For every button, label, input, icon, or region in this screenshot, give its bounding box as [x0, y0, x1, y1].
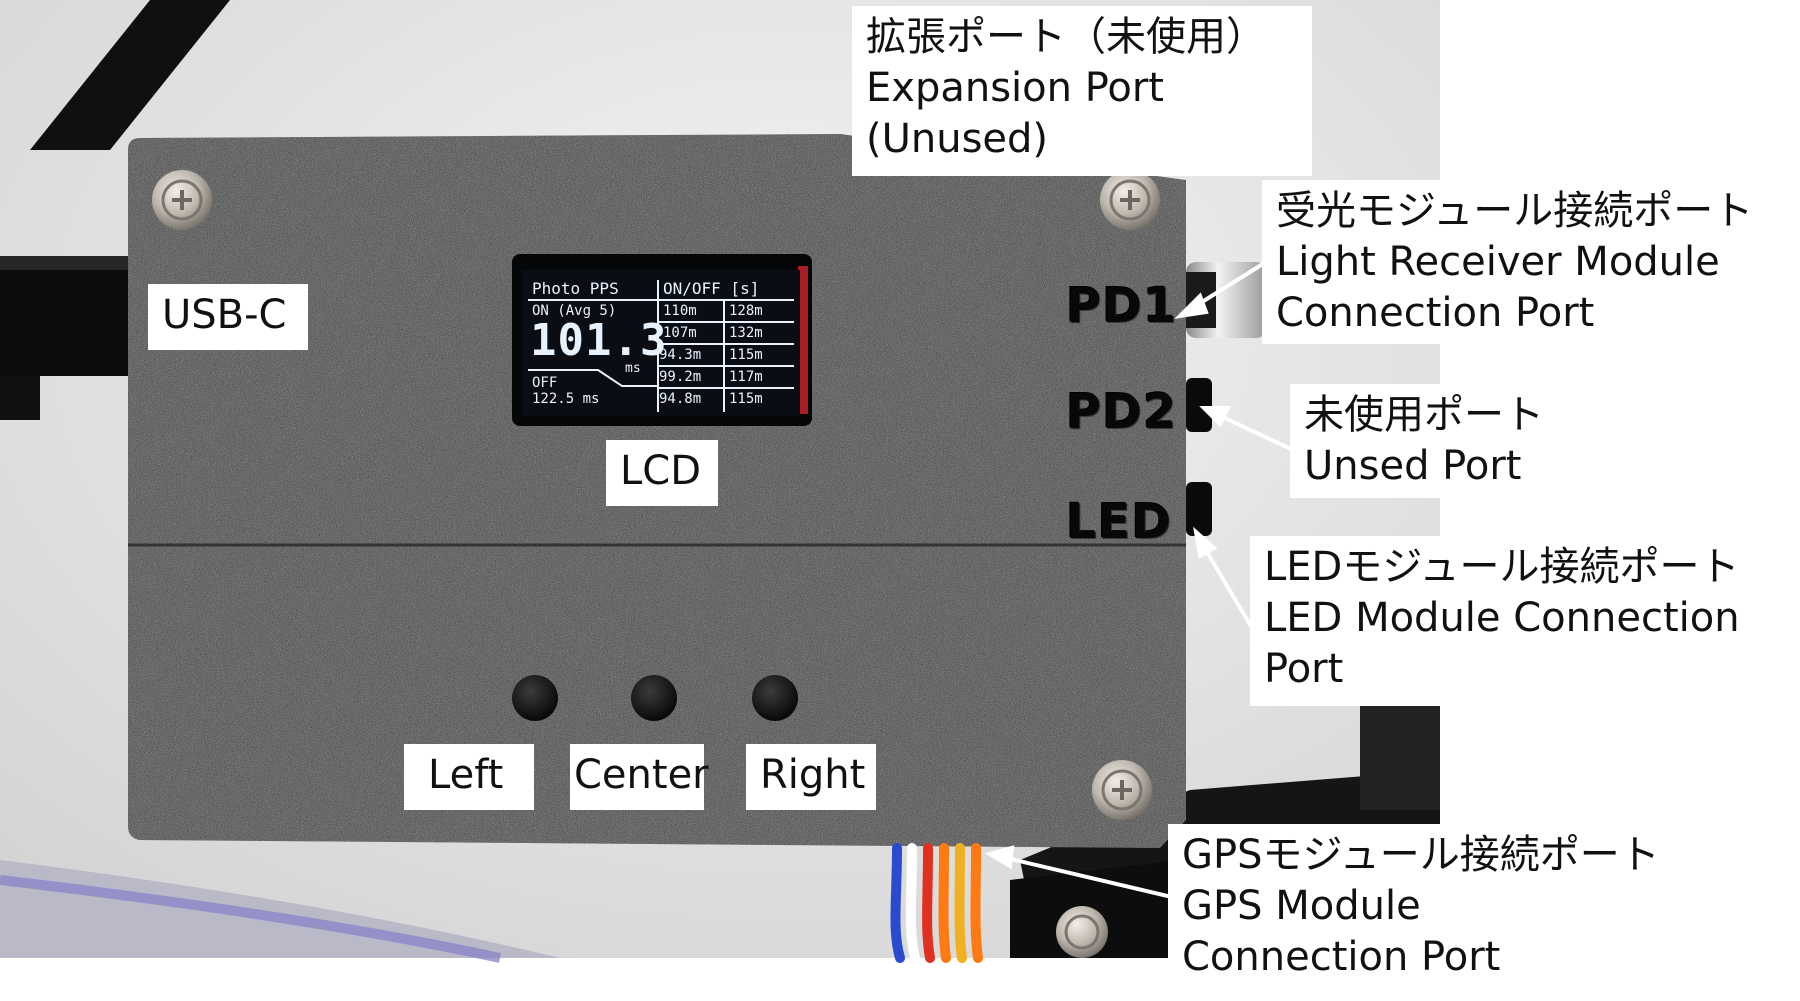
button-left-physical[interactable]	[512, 675, 558, 721]
pd2-marking: PD2	[1066, 384, 1178, 440]
label-line: 拡張ポート（未使用）	[866, 14, 1266, 60]
screw-bottom-lower	[1056, 906, 1108, 958]
led-port-jack	[1186, 482, 1212, 536]
label-unused-port: 未使用ポート Unsed Port	[1290, 384, 1570, 498]
callout-arrows	[984, 260, 1294, 900]
screw-top-left	[152, 170, 212, 230]
label-left-button: Left	[404, 744, 534, 810]
pd1-port-jack	[1186, 262, 1266, 338]
label-line: Connection Port	[1276, 290, 1595, 336]
label-lcd: LCD	[606, 440, 718, 506]
label-expansion-port: 拡張ポート（未使用） Expansion Port (Unused)	[852, 6, 1312, 176]
label-line: Unsed Port	[1304, 443, 1522, 489]
button-right-physical[interactable]	[752, 675, 798, 721]
label-line: 未使用ポート	[1304, 392, 1544, 438]
label-line: LED Module Connection	[1264, 595, 1740, 641]
label-line: (Unused)	[866, 116, 1049, 162]
button-center-physical[interactable]	[631, 675, 677, 721]
label-line: GPS Module	[1182, 883, 1421, 929]
gps-wires	[890, 843, 983, 963]
led-marking: LED	[1066, 494, 1173, 550]
label-led-module-port: LEDモジュール接続ポート LED Module Connection Port	[1250, 536, 1766, 706]
screw-top-right	[1100, 170, 1160, 230]
label-usb-c: USB-C	[148, 284, 308, 350]
lcd-panel	[512, 254, 812, 426]
pd2-port-jack	[1186, 378, 1212, 432]
label-line: Expansion Port	[866, 65, 1164, 111]
label-right-button: Right	[746, 744, 876, 810]
label-light-receiver-port: 受光モジュール接続ポート Light Receiver Module Conne…	[1262, 180, 1800, 344]
label-line: LEDモジュール接続ポート	[1264, 544, 1740, 590]
screw-bottom-right	[1092, 760, 1152, 820]
label-center-button: Center	[570, 744, 709, 810]
lcd-grid	[528, 280, 794, 412]
label-line: 受光モジュール接続ポート	[1276, 188, 1754, 234]
label-line: Port	[1264, 646, 1344, 692]
label-line: Light Receiver Module	[1276, 239, 1720, 285]
label-line: GPSモジュール接続ポート	[1182, 832, 1660, 878]
label-gps-module-port: GPSモジュール接続ポート GPS Module Connection Port	[1168, 824, 1668, 994]
label-line: Connection Port	[1182, 934, 1501, 980]
pd1-marking: PD1	[1066, 278, 1178, 334]
